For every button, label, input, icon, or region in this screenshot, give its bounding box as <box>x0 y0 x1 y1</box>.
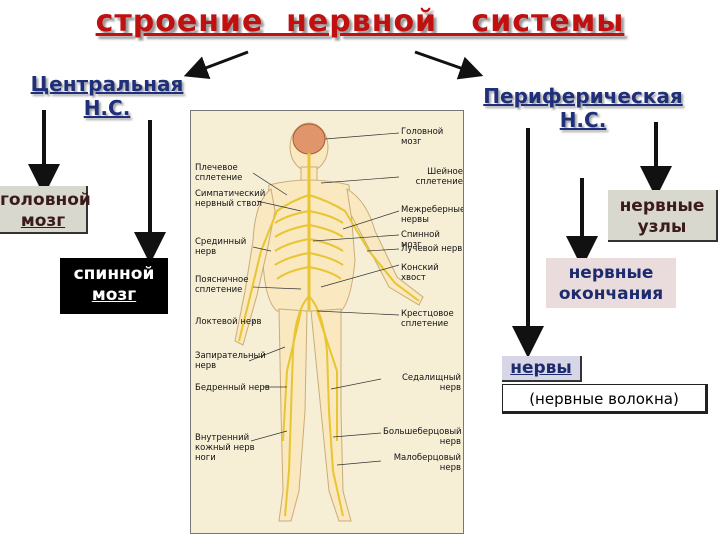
brain-box-line2: мозг <box>20 211 66 231</box>
brain-box: головной мозг <box>0 186 91 234</box>
nerves-box: нервы <box>502 356 582 382</box>
label-tibial-nerve: Большеберцовый нерв <box>383 427 462 447</box>
arrow-to-central <box>183 50 249 79</box>
ganglia-box-line1: нервные <box>619 196 705 216</box>
label-peroneal-nerve: Малоберцовый нерв <box>393 453 461 473</box>
label-brain: Головной мозг <box>401 127 444 147</box>
label-ulnar-nerve: Локтевой нерв <box>195 317 262 327</box>
ganglia-box-line2: узлы <box>637 217 687 237</box>
label-sacral-plexus: Крестцовое сплетение <box>401 309 454 329</box>
label-spinal-cord: Спинной мозг <box>401 230 440 250</box>
brain-shape <box>292 123 326 155</box>
central-ns-line2: Н.С. <box>83 96 131 120</box>
peripheral-ns-header: Периферическая Н.С. <box>458 84 708 132</box>
brain-box-line1: головной <box>0 190 91 210</box>
label-lumbar-plexus: Поясничное сплетение <box>195 275 249 295</box>
spinal-box: спинной мозг <box>60 258 168 314</box>
label-femoral-nerve: Бедренный нерв <box>195 383 270 393</box>
peripheral-ns-line1: Периферическая <box>483 84 683 108</box>
nerve-lines <box>238 153 420 517</box>
nervous-system-figure: Плечевое сплетение Симпатический нервный… <box>190 110 464 534</box>
endings-box-line2: окончания <box>558 284 664 304</box>
peripheral-ns-line2: Н.С. <box>559 108 607 132</box>
spinal-box-line2: мозг <box>91 285 137 305</box>
label-median-nerve: Срединный нерв <box>195 237 247 257</box>
nerve-fibers-box: (нервные волокна) <box>502 384 708 414</box>
page-title: строение нервной системы <box>95 4 625 39</box>
endings-box-line1: нервные <box>568 263 654 283</box>
central-ns-line1: Центральная <box>30 72 184 96</box>
label-intercostal-nerves: Межреберные нервы <box>401 205 464 225</box>
label-sympathetic-trunk: Симпатический нервный ствол <box>195 189 266 209</box>
label-obturator-nerve: Запирательный нерв <box>195 351 266 371</box>
label-sciatic-nerve: Седалищный нерв <box>401 373 461 393</box>
label-radial-nerve: Лучевой нерв <box>401 244 463 254</box>
human-body-illustration <box>234 122 424 522</box>
label-saphenous-nerve: Внутренний кожный нерв ноги <box>195 433 255 463</box>
label-cauda-equina: Конский хвост <box>401 263 439 283</box>
central-ns-header: Центральная Н.С. <box>12 72 202 120</box>
label-brachial-plexus: Плечевое сплетение <box>195 163 243 183</box>
arrow-to-peripheral <box>414 50 484 80</box>
ganglia-box: нервные узлы <box>608 190 718 242</box>
endings-box: нервные окончания <box>546 258 676 308</box>
spinal-box-line1: спинной <box>73 264 155 284</box>
label-cervical-plexus: Шейное сплетение <box>415 167 463 187</box>
